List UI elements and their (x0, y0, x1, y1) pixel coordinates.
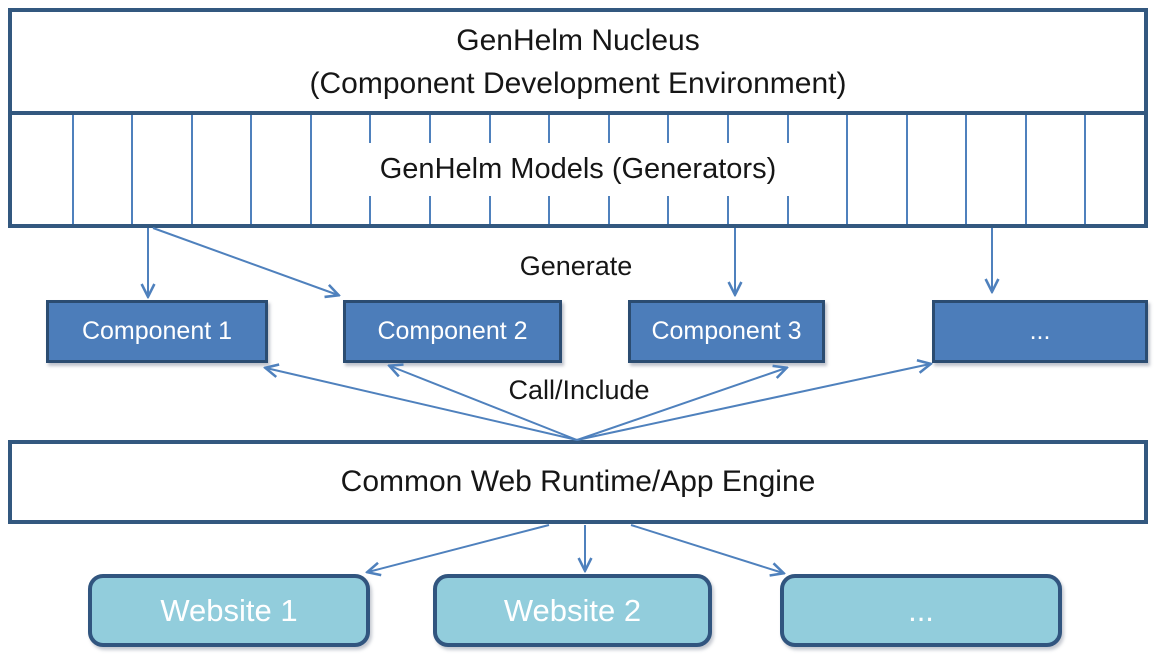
nucleus-box: GenHelm Nucleus (Component Development E… (8, 8, 1148, 115)
website-ellipsis-label: ... (908, 592, 934, 628)
model-slot-divider (309, 115, 312, 224)
nucleus-title-line1: GenHelm Nucleus (456, 23, 700, 57)
website-2-box: Website 2 (433, 574, 712, 647)
model-slot-divider (71, 115, 74, 224)
component-ellipsis-box: ... (932, 300, 1148, 363)
component-ellipsis-label: ... (1029, 317, 1051, 345)
deploy-arrow (368, 524, 550, 572)
deploy-arrow (630, 524, 783, 573)
call-include-flow-label: Call/Include (508, 375, 650, 405)
runtime-box: Common Web Runtime/App Engine (8, 440, 1148, 524)
component-3-label: Component 3 (651, 317, 802, 345)
component-2-box: Component 2 (343, 300, 562, 363)
model-slot-divider (1024, 115, 1027, 224)
model-slot-divider (1084, 115, 1087, 224)
models-box: GenHelm Models (Generators) (8, 111, 1148, 228)
component-3-box: Component 3 (628, 300, 825, 363)
generate-arrow (152, 227, 338, 295)
runtime-label: Common Web Runtime/App Engine (340, 465, 816, 498)
component-1-box: Component 1 (46, 300, 268, 363)
website-2-label: Website 2 (503, 592, 642, 628)
model-slot-divider (190, 115, 193, 224)
component-1-label: Component 1 (81, 317, 233, 345)
website-ellipsis-box: ... (780, 574, 1062, 647)
nucleus-title-line2: (Component Development Environment) (309, 66, 847, 100)
model-slot-divider (905, 115, 908, 224)
model-slot-divider (965, 115, 968, 224)
models-label: GenHelm Models (Generators) (361, 143, 795, 196)
model-slot-divider (846, 115, 849, 224)
generate-flow-label: Generate (519, 251, 633, 281)
model-slot-divider (250, 115, 253, 224)
model-slot-divider (131, 115, 134, 224)
component-2-label: Component 2 (377, 317, 528, 345)
website-1-label: Website 1 (160, 592, 298, 628)
website-1-box: Website 1 (88, 574, 370, 647)
